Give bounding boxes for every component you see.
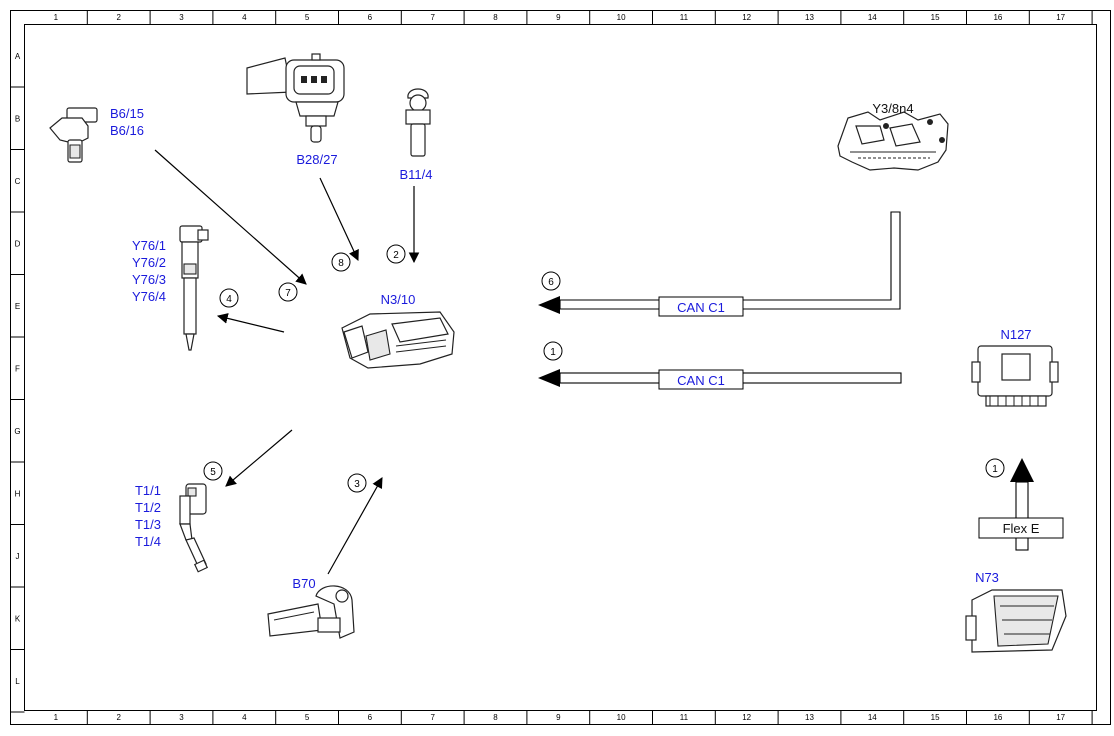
step-5: 5 bbox=[210, 467, 216, 478]
can-bus-bottom-label: CAN C1 bbox=[677, 373, 725, 388]
arrow-b28-to-ecu bbox=[319, 177, 359, 261]
column-label: 2 bbox=[116, 13, 121, 22]
row-label: D bbox=[15, 239, 21, 248]
label-b70: B70 bbox=[292, 576, 315, 591]
row-label: F bbox=[15, 364, 20, 373]
step-2: 2 bbox=[393, 250, 399, 261]
arrow-ecu-to-glow bbox=[225, 429, 293, 487]
column-label: 17 bbox=[1056, 13, 1065, 22]
label-y76-2: Y76/2 bbox=[132, 255, 166, 270]
step-3: 3 bbox=[354, 479, 360, 490]
diagram-frame bbox=[10, 10, 1111, 725]
column-label: 6 bbox=[368, 713, 373, 722]
column-label: 8 bbox=[493, 13, 498, 22]
column-label: 3 bbox=[179, 713, 184, 722]
can-bus-top-label: CAN C1 bbox=[677, 300, 725, 315]
can-bus-bottom bbox=[538, 369, 902, 390]
column-label: 6 bbox=[368, 13, 373, 22]
column-label: 9 bbox=[556, 13, 561, 22]
column-label: 11 bbox=[680, 13, 689, 22]
engine-control-unit-drawing bbox=[341, 311, 455, 369]
label-t1-2: T1/2 bbox=[135, 500, 161, 515]
transmission-controller-drawing bbox=[837, 111, 949, 171]
arrow-ecu-to-injector bbox=[216, 313, 285, 333]
label-t1-1: T1/1 bbox=[135, 483, 161, 498]
column-label: 2 bbox=[116, 713, 121, 722]
flex-bus bbox=[978, 458, 1064, 551]
column-label: 16 bbox=[993, 13, 1002, 22]
column-label: 7 bbox=[430, 713, 435, 722]
row-label: B bbox=[15, 114, 20, 123]
column-label: 9 bbox=[556, 713, 561, 722]
row-label: H bbox=[15, 489, 21, 498]
label-b6-16: B6/16 bbox=[110, 123, 144, 138]
column-label: 15 bbox=[931, 713, 940, 722]
column-label: 1 bbox=[54, 13, 59, 22]
label-y76-1: Y76/1 bbox=[132, 238, 166, 253]
row-label: C bbox=[15, 177, 21, 186]
row-label: A bbox=[15, 52, 21, 61]
pressure-sensor-drawing bbox=[246, 53, 345, 143]
column-label: 15 bbox=[931, 13, 940, 22]
arrow-b6-to-ecu bbox=[154, 149, 307, 285]
label-y76-4: Y76/4 bbox=[132, 289, 166, 304]
column-label: 12 bbox=[742, 713, 751, 722]
arrow-b70-to-ecu bbox=[327, 477, 383, 575]
row-label: E bbox=[15, 302, 20, 311]
row-label: J bbox=[16, 552, 20, 561]
row-label: K bbox=[15, 614, 21, 623]
column-label: 5 bbox=[305, 13, 310, 22]
column-label: 5 bbox=[305, 713, 310, 722]
camshaft-sensor-drawing bbox=[49, 107, 98, 163]
label-b11-4: B11/4 bbox=[399, 167, 432, 182]
column-label: 12 bbox=[742, 13, 751, 22]
row-label: L bbox=[15, 677, 20, 686]
coolant-temperature-sensor-drawing bbox=[405, 88, 431, 157]
fuel-injector-drawing bbox=[179, 225, 209, 351]
crankshaft-sensor-drawing bbox=[267, 585, 355, 639]
step-8: 8 bbox=[338, 258, 344, 269]
column-label: 17 bbox=[1056, 713, 1065, 722]
step-circles bbox=[203, 244, 1005, 493]
step-6: 6 bbox=[548, 277, 554, 288]
label-b6-15: B6/15 bbox=[110, 106, 144, 121]
signal-arrows bbox=[154, 149, 420, 575]
column-label: 14 bbox=[868, 713, 877, 722]
powertrain-control-unit-drawing bbox=[971, 345, 1059, 407]
row-labels: A B C D E F G H J K L bbox=[14, 52, 20, 686]
column-label: 13 bbox=[805, 13, 814, 22]
label-t1-3: T1/3 bbox=[135, 517, 161, 532]
label-b28-27: B28/27 bbox=[296, 152, 337, 167]
label-n3-10: N3/10 bbox=[381, 292, 416, 307]
column-label: 4 bbox=[242, 713, 247, 722]
column-label: 7 bbox=[430, 13, 435, 22]
label-n127: N127 bbox=[1000, 327, 1031, 342]
column-label: 16 bbox=[993, 713, 1002, 722]
can-bus-top bbox=[538, 211, 901, 317]
label-y3-8n4: Y3/8n4 bbox=[872, 101, 913, 116]
glow-plug-drawing bbox=[179, 483, 209, 573]
column-label: 3 bbox=[179, 13, 184, 22]
column-label: 11 bbox=[680, 713, 689, 722]
column-label: 8 bbox=[493, 713, 498, 722]
column-label: 10 bbox=[617, 13, 626, 22]
column-label: 1 bbox=[54, 713, 59, 722]
label-y76-3: Y76/3 bbox=[132, 272, 166, 287]
column-label: 14 bbox=[868, 13, 877, 22]
step-4: 4 bbox=[226, 294, 232, 305]
column-label: 13 bbox=[805, 713, 814, 722]
label-n73: N73 bbox=[975, 570, 999, 585]
ignition-switch-module-drawing bbox=[965, 589, 1067, 653]
column-label: 10 bbox=[617, 713, 626, 722]
step-1-can: 1 bbox=[550, 347, 556, 358]
flex-bus-label: Flex E bbox=[1003, 521, 1040, 536]
step-1-flex: 1 bbox=[992, 464, 998, 475]
step-7: 7 bbox=[285, 288, 291, 299]
label-t1-4: T1/4 bbox=[135, 534, 161, 549]
row-label: G bbox=[14, 427, 20, 436]
column-label: 4 bbox=[242, 13, 247, 22]
